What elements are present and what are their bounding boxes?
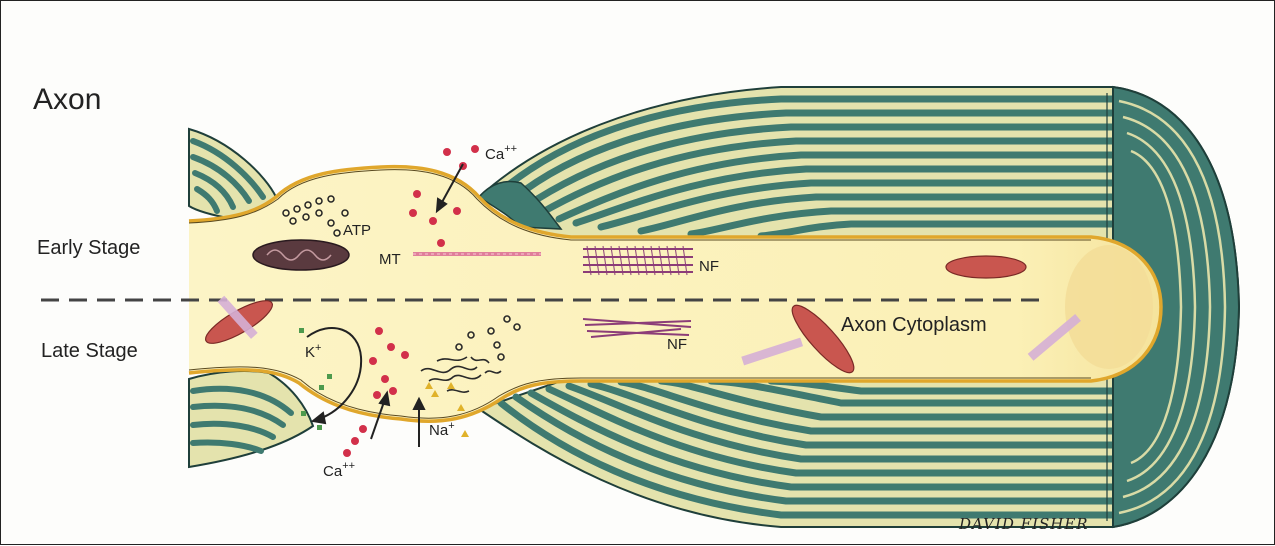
axon-end-bulb [1065, 245, 1153, 369]
calcium-label-top: Ca++ [485, 143, 517, 163]
neurofilament-label-early: NF [699, 258, 719, 275]
calcium-label-bottom: Ca++ [323, 460, 355, 480]
mitochondrion [946, 256, 1026, 278]
axon-cytoplasm-label: Axon Cytoplasm [841, 314, 987, 336]
microtubule-label: MT [379, 251, 401, 268]
sodium-label: Na+ [429, 420, 455, 439]
atp-label: ATP [343, 222, 371, 239]
artist-signature: DAVID FISHER [958, 515, 1089, 533]
early-stage-label: Early Stage [37, 237, 140, 259]
diagram-title: Axon [33, 83, 101, 116]
late-stage-label: Late Stage [41, 340, 138, 362]
mitochondrion-dark [253, 240, 349, 270]
neurofilament-label-late: NF [667, 336, 687, 353]
